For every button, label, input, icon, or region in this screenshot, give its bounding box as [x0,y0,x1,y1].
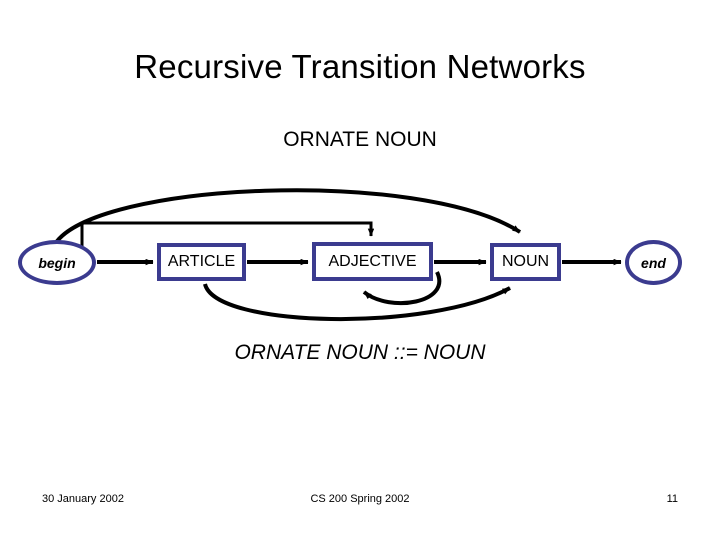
edge-article-to-noun-arc [203,283,511,322]
footer-course: CS 200 Spring 2002 [310,493,410,505]
node-begin-label: begin [38,254,76,271]
footer-date: 30 January 2002 [42,493,124,505]
node-adjective[interactable]: ADJECTIVE [312,242,433,281]
slide-footer: 30 January 2002 CS 200 Spring 2002 11 [0,493,720,513]
grammar-rule-text: ORNATE NOUN ::= NOUN [234,341,486,364]
rtn-diagram: begin ARTICLE ADJECTIVE NOUN end [0,160,720,335]
node-end[interactable]: end [625,240,682,285]
node-end-label: end [641,254,666,271]
node-begin[interactable]: begin [18,240,96,285]
edge-begin-to-noun-arc [53,188,522,246]
node-noun-label: NOUN [501,253,550,270]
page-title: Recursive Transition Networks [134,48,586,85]
diagram-edges [53,188,622,322]
edge-begin-to-adjective-orthogonal [80,221,375,252]
node-adjective-label: ADJECTIVE [328,252,417,270]
footer-page-number: 11 [666,493,678,505]
node-article-label: ARTICLE [167,253,236,270]
network-name-label: ORNATE NOUN [283,128,437,151]
node-noun[interactable]: NOUN [490,243,561,281]
edge-adjective-self-loop [362,271,442,306]
node-article[interactable]: ARTICLE [157,243,246,281]
